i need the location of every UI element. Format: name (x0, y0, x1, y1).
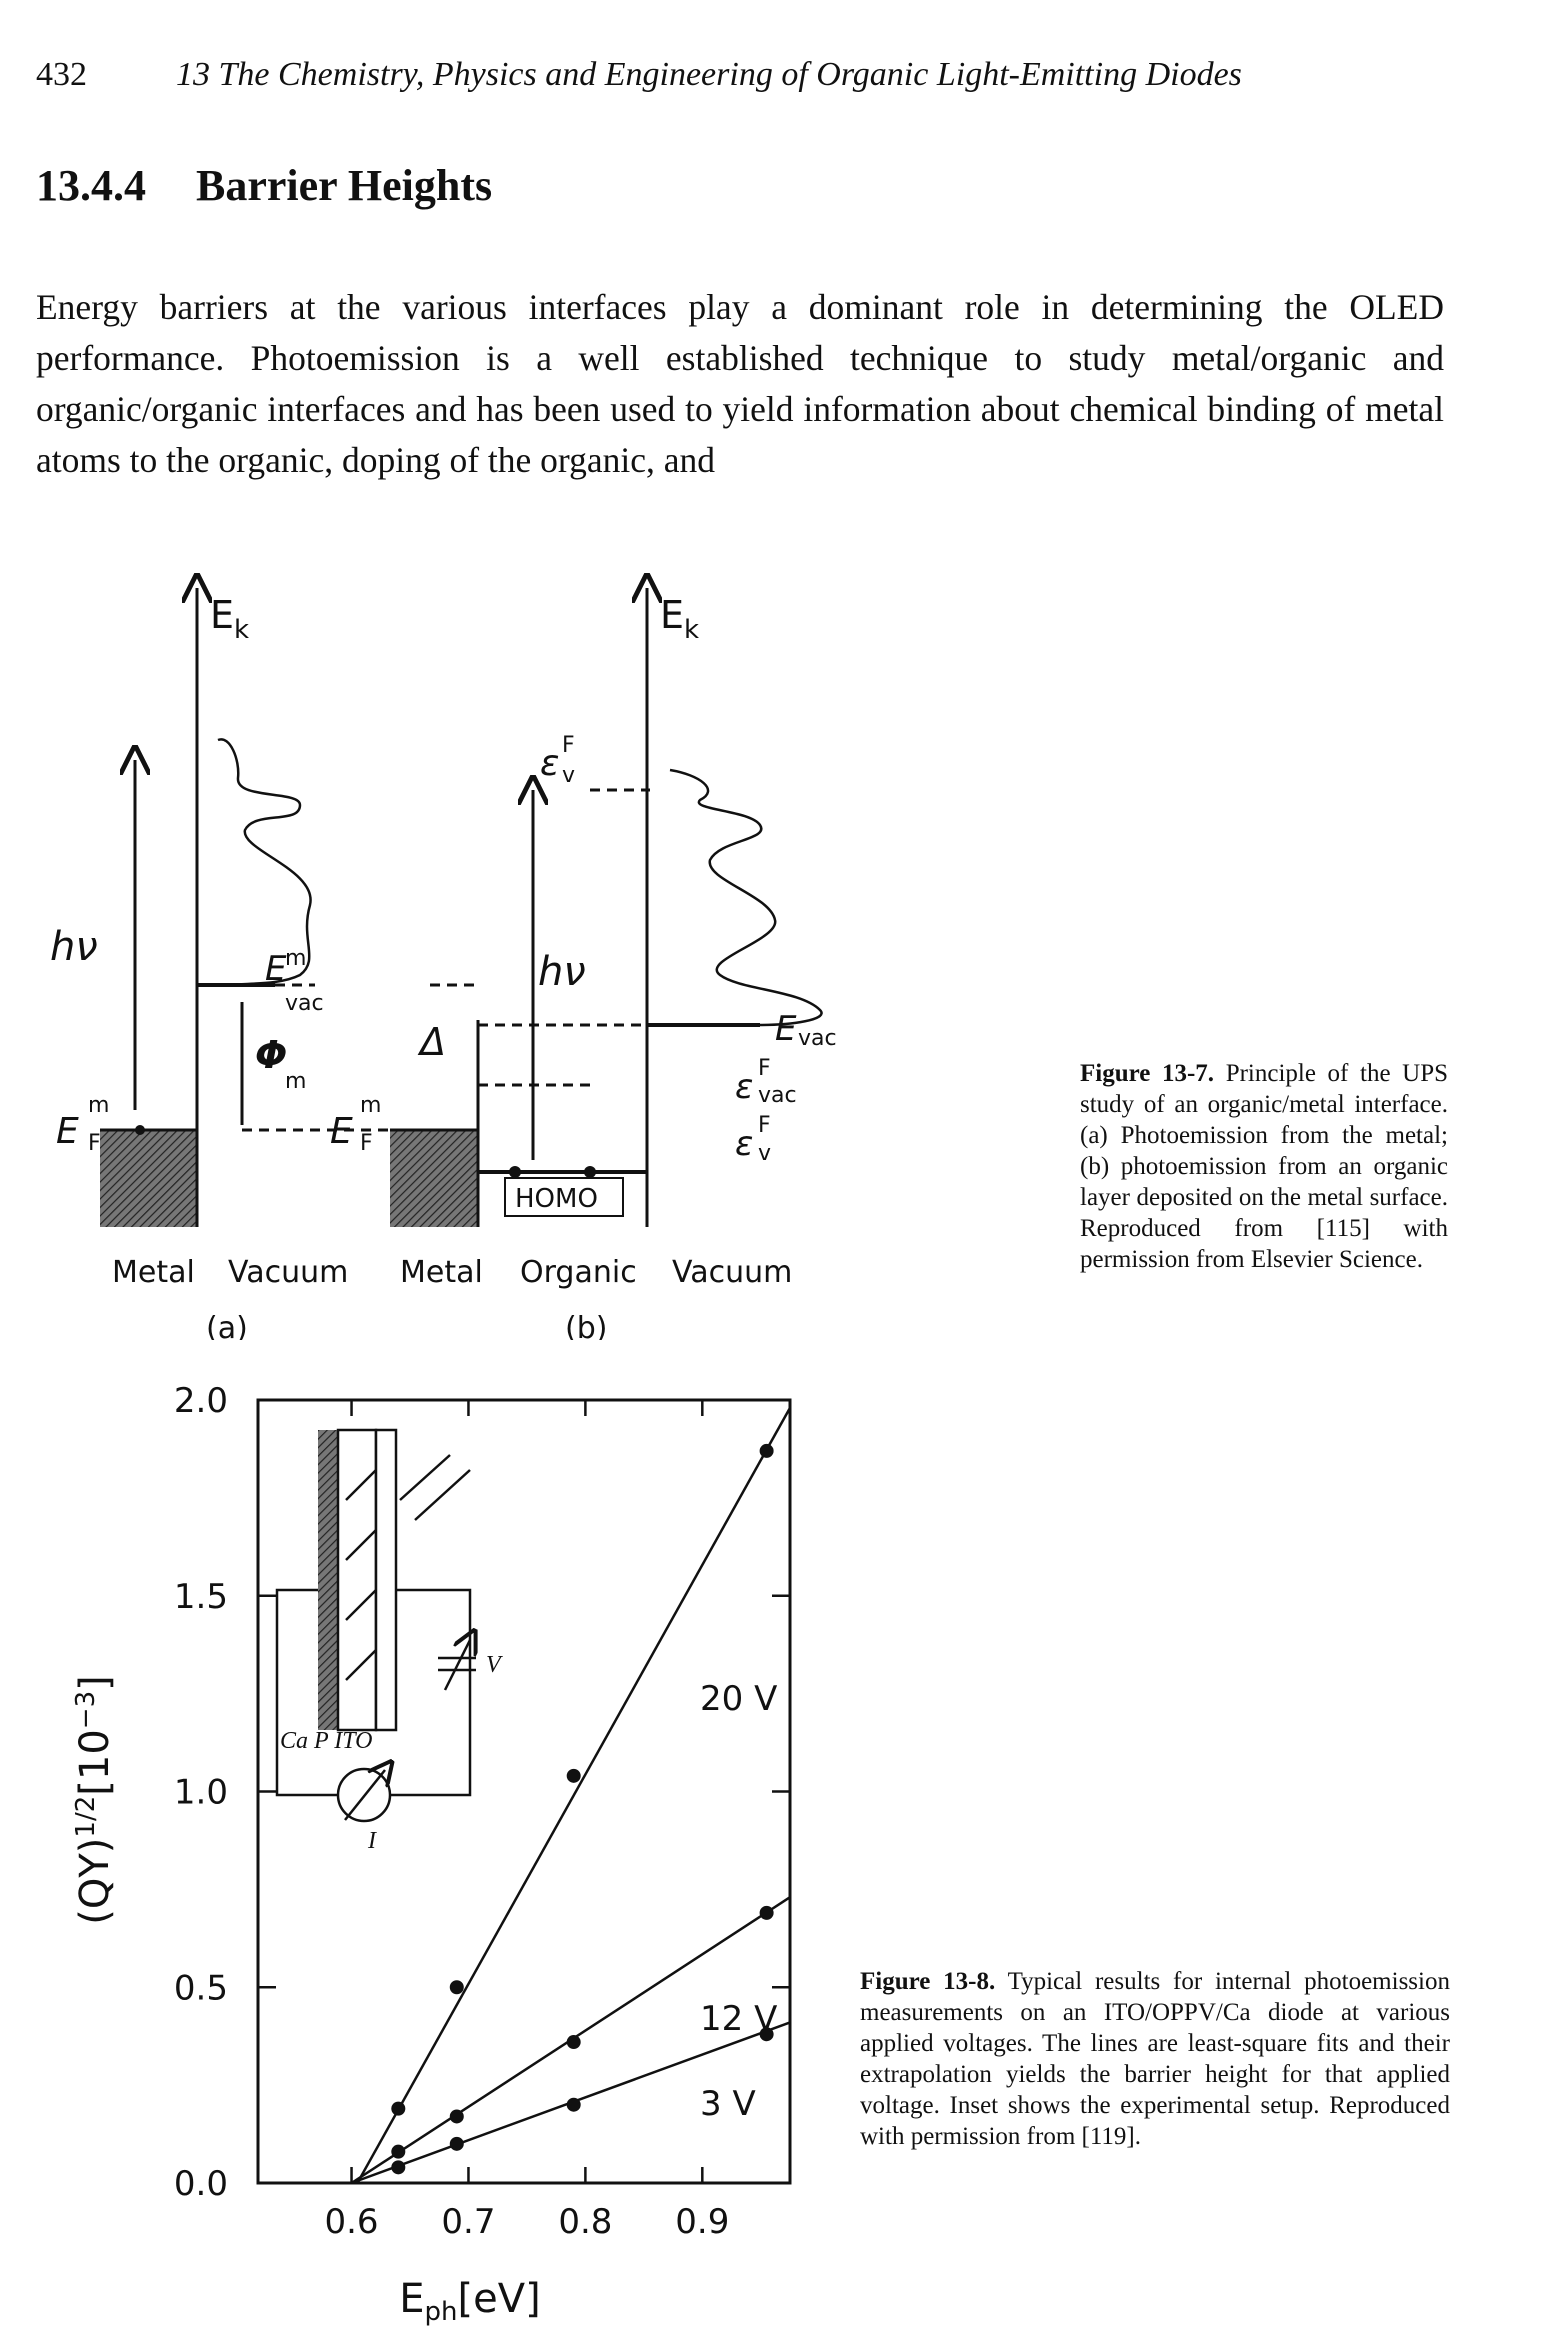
organic-label: Organic (520, 1255, 637, 1290)
data-point (566, 1768, 581, 1783)
data-point (759, 2027, 774, 2042)
fit-line-3v (351, 2021, 791, 2185)
metal-block-a (100, 1130, 197, 1227)
data-point (449, 2109, 464, 2124)
svg-text:v: v (758, 1141, 771, 1166)
svg-text:F: F (562, 733, 575, 758)
eps-vac-label: ε (735, 1067, 753, 1107)
homo-label: HOMO (515, 1184, 598, 1214)
data-point (449, 2136, 464, 2151)
metal-label-a: Metal (112, 1255, 195, 1290)
data-point (391, 2101, 406, 2116)
fit-line-20v (356, 1407, 792, 2184)
svg-text:F: F (758, 1113, 771, 1138)
figure-13-8-label: Figure 13-8. (860, 1968, 996, 1995)
vacuum-label-a: Vacuum (228, 1255, 348, 1290)
series-label: 3 V (700, 2084, 756, 2124)
svg-text:m: m (285, 1069, 306, 1094)
x-tick-label: 0.9 (675, 2202, 729, 2242)
data-point (566, 2097, 581, 2112)
hv-label-a: hν (50, 924, 98, 970)
y-tick-label: 0.0 (174, 2164, 228, 2204)
svg-text:E: E (265, 949, 287, 989)
inset-layer-labels: Ca P ITO (280, 1728, 372, 1754)
page-number: 432 (36, 56, 87, 93)
y-tick-label: 1.5 (174, 1577, 228, 1617)
eps-vf-label-bottom: ε (735, 1124, 753, 1164)
section-heading: 13.4.4 Barrier Heights (36, 160, 492, 211)
y-tick-label: 2.0 (174, 1381, 228, 1421)
evac-label-b: E (775, 1009, 797, 1049)
figure-13-7-caption: Figure 13-7. Principle of the UPS study … (1080, 1058, 1448, 1275)
x-tick-label: 0.8 (558, 2202, 612, 2242)
inset-voltage-label: V (486, 1652, 503, 1678)
x-tick-label: 0.6 (324, 2202, 378, 2242)
ek-label-b: E (660, 593, 684, 637)
svg-text:m: m (285, 946, 306, 971)
svg-text:vac: vac (798, 1026, 837, 1051)
plot-frame (256, 1398, 792, 2185)
vacuum-label-b: Vacuum (672, 1255, 792, 1290)
y-axis-label: (QY)1/2[10−3] (71, 1675, 118, 1924)
figure-13-7-label: Figure 13-7. (1080, 1060, 1215, 1087)
figure-13-7-diagram: Ek hν E m vac Φ m E m F E m F Ek hν Δ (50, 0, 837, 1340)
y-tick-label: 0.5 (174, 1968, 228, 2008)
figure-13-7-caption-text: Principle of the UPS study of an organic… (1080, 1060, 1449, 1273)
ek-label-a: E (210, 593, 234, 637)
svg-text:F: F (360, 1131, 373, 1156)
figure-13-8-caption: Figure 13-8. Typical results for interna… (860, 1966, 1450, 2152)
series-label: 20 V (700, 1679, 777, 1719)
svg-text:F: F (88, 1131, 101, 1156)
panel-b-label: (b) (565, 1311, 607, 1340)
ef-label-a: E (56, 1111, 79, 1152)
data-point (759, 1905, 774, 1920)
section-number: 13.4.4 (36, 161, 146, 210)
svg-text:v: v (562, 763, 575, 788)
x-axis-label: Eph[eV] (399, 2276, 540, 2327)
x-tick-label: 0.7 (441, 2202, 495, 2242)
data-point (566, 2035, 581, 2050)
fit-line-12v (350, 1896, 791, 2185)
ef-label-a2: E (330, 1111, 353, 1152)
svg-text:m: m (360, 1093, 381, 1118)
svg-text:Ek: Ek (660, 593, 699, 645)
section-title: Barrier Heights (196, 161, 493, 210)
experimental-setup-inset (275, 1428, 476, 1823)
phi-label: Φ (255, 1033, 287, 1077)
figure-13-8-caption-text: Typical results for internal photoemissi… (860, 1968, 1450, 2150)
svg-text:Ek: Ek (210, 593, 249, 645)
data-point (759, 1443, 774, 1458)
running-title: 13 The Chemistry, Physics and Engineerin… (176, 56, 1242, 93)
svg-text:vac: vac (285, 991, 324, 1016)
eps-vf-label-top: ε (540, 743, 559, 784)
panel-a-label: (a) (206, 1311, 248, 1340)
svg-text:vac: vac (758, 1083, 797, 1108)
hv-label-b: hν (538, 949, 586, 995)
data-point (391, 2160, 406, 2175)
evac-label-a: E (265, 949, 287, 989)
data-point (449, 1980, 464, 1995)
metal-block-b (390, 1130, 478, 1227)
data-point (391, 2144, 406, 2159)
y-tick-label: 1.0 (174, 1773, 228, 1813)
svg-text:F: F (758, 1056, 771, 1081)
svg-text:m: m (88, 1093, 109, 1118)
body-paragraph: Energy barriers at the various interface… (36, 287, 1444, 480)
series-label: 12 V (700, 1999, 777, 2039)
metal-label-b: Metal (400, 1255, 483, 1290)
inset-current-label: I (367, 1828, 377, 1854)
delta-label: Δ (417, 1020, 446, 1064)
